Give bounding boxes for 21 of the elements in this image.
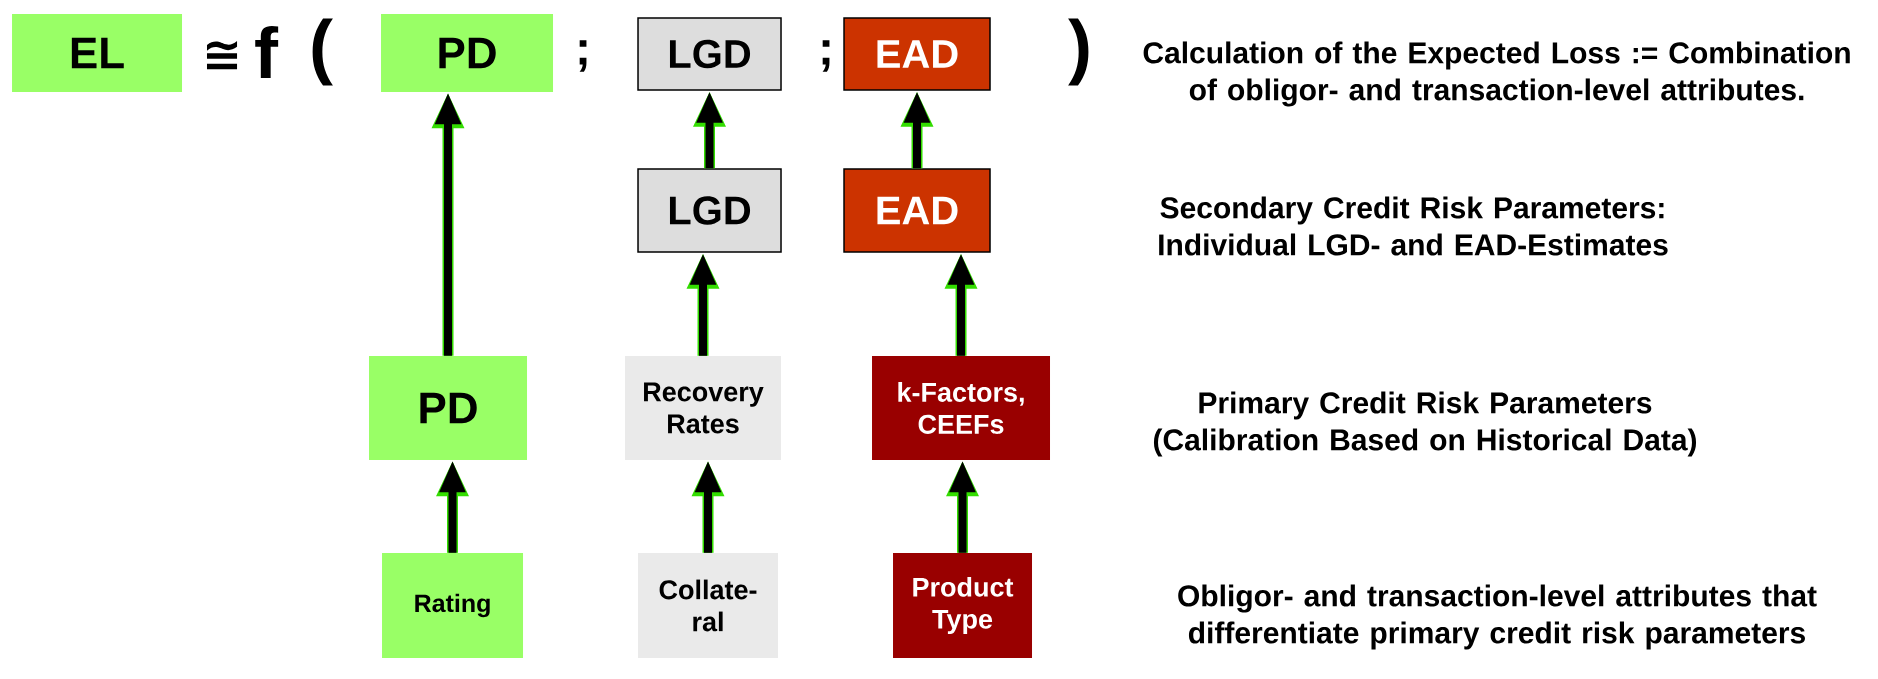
formula-symbol: f (255, 25, 279, 79)
box: Product Type (893, 553, 1032, 658)
box: Collate- ral (638, 553, 778, 658)
box: k-Factors, CEEFs (872, 356, 1050, 460)
box: LGD (637, 168, 782, 253)
box: EAD (843, 168, 991, 253)
box: PD (381, 14, 553, 92)
formula-symbol: ( (312, 18, 333, 86)
box: PD (369, 356, 527, 460)
box: EL (12, 14, 182, 92)
formula-symbol: ; (822, 40, 830, 72)
formula-symbol: ; (579, 40, 587, 72)
box: EAD (843, 17, 991, 91)
description-text: Obligor- and transaction-level attributes that differentiate primary credit risk parameters (1178, 584, 1817, 650)
description-text: Secondary Credit Risk Parameters: Individual LGD- and EAD-Estimates (1159, 196, 1668, 256)
description-text: Calculation of the Expected Loss := Combination of obligor- and transaction-level attributes. (1143, 41, 1850, 107)
box: Recovery Rates (625, 356, 781, 460)
description-text: Primary Credit Risk Parameters (Calibration Based on Historical Data) (1153, 391, 1697, 457)
box: Rating (382, 553, 523, 658)
box: LGD (637, 17, 782, 91)
formula-symbol: ) (1068, 18, 1089, 86)
